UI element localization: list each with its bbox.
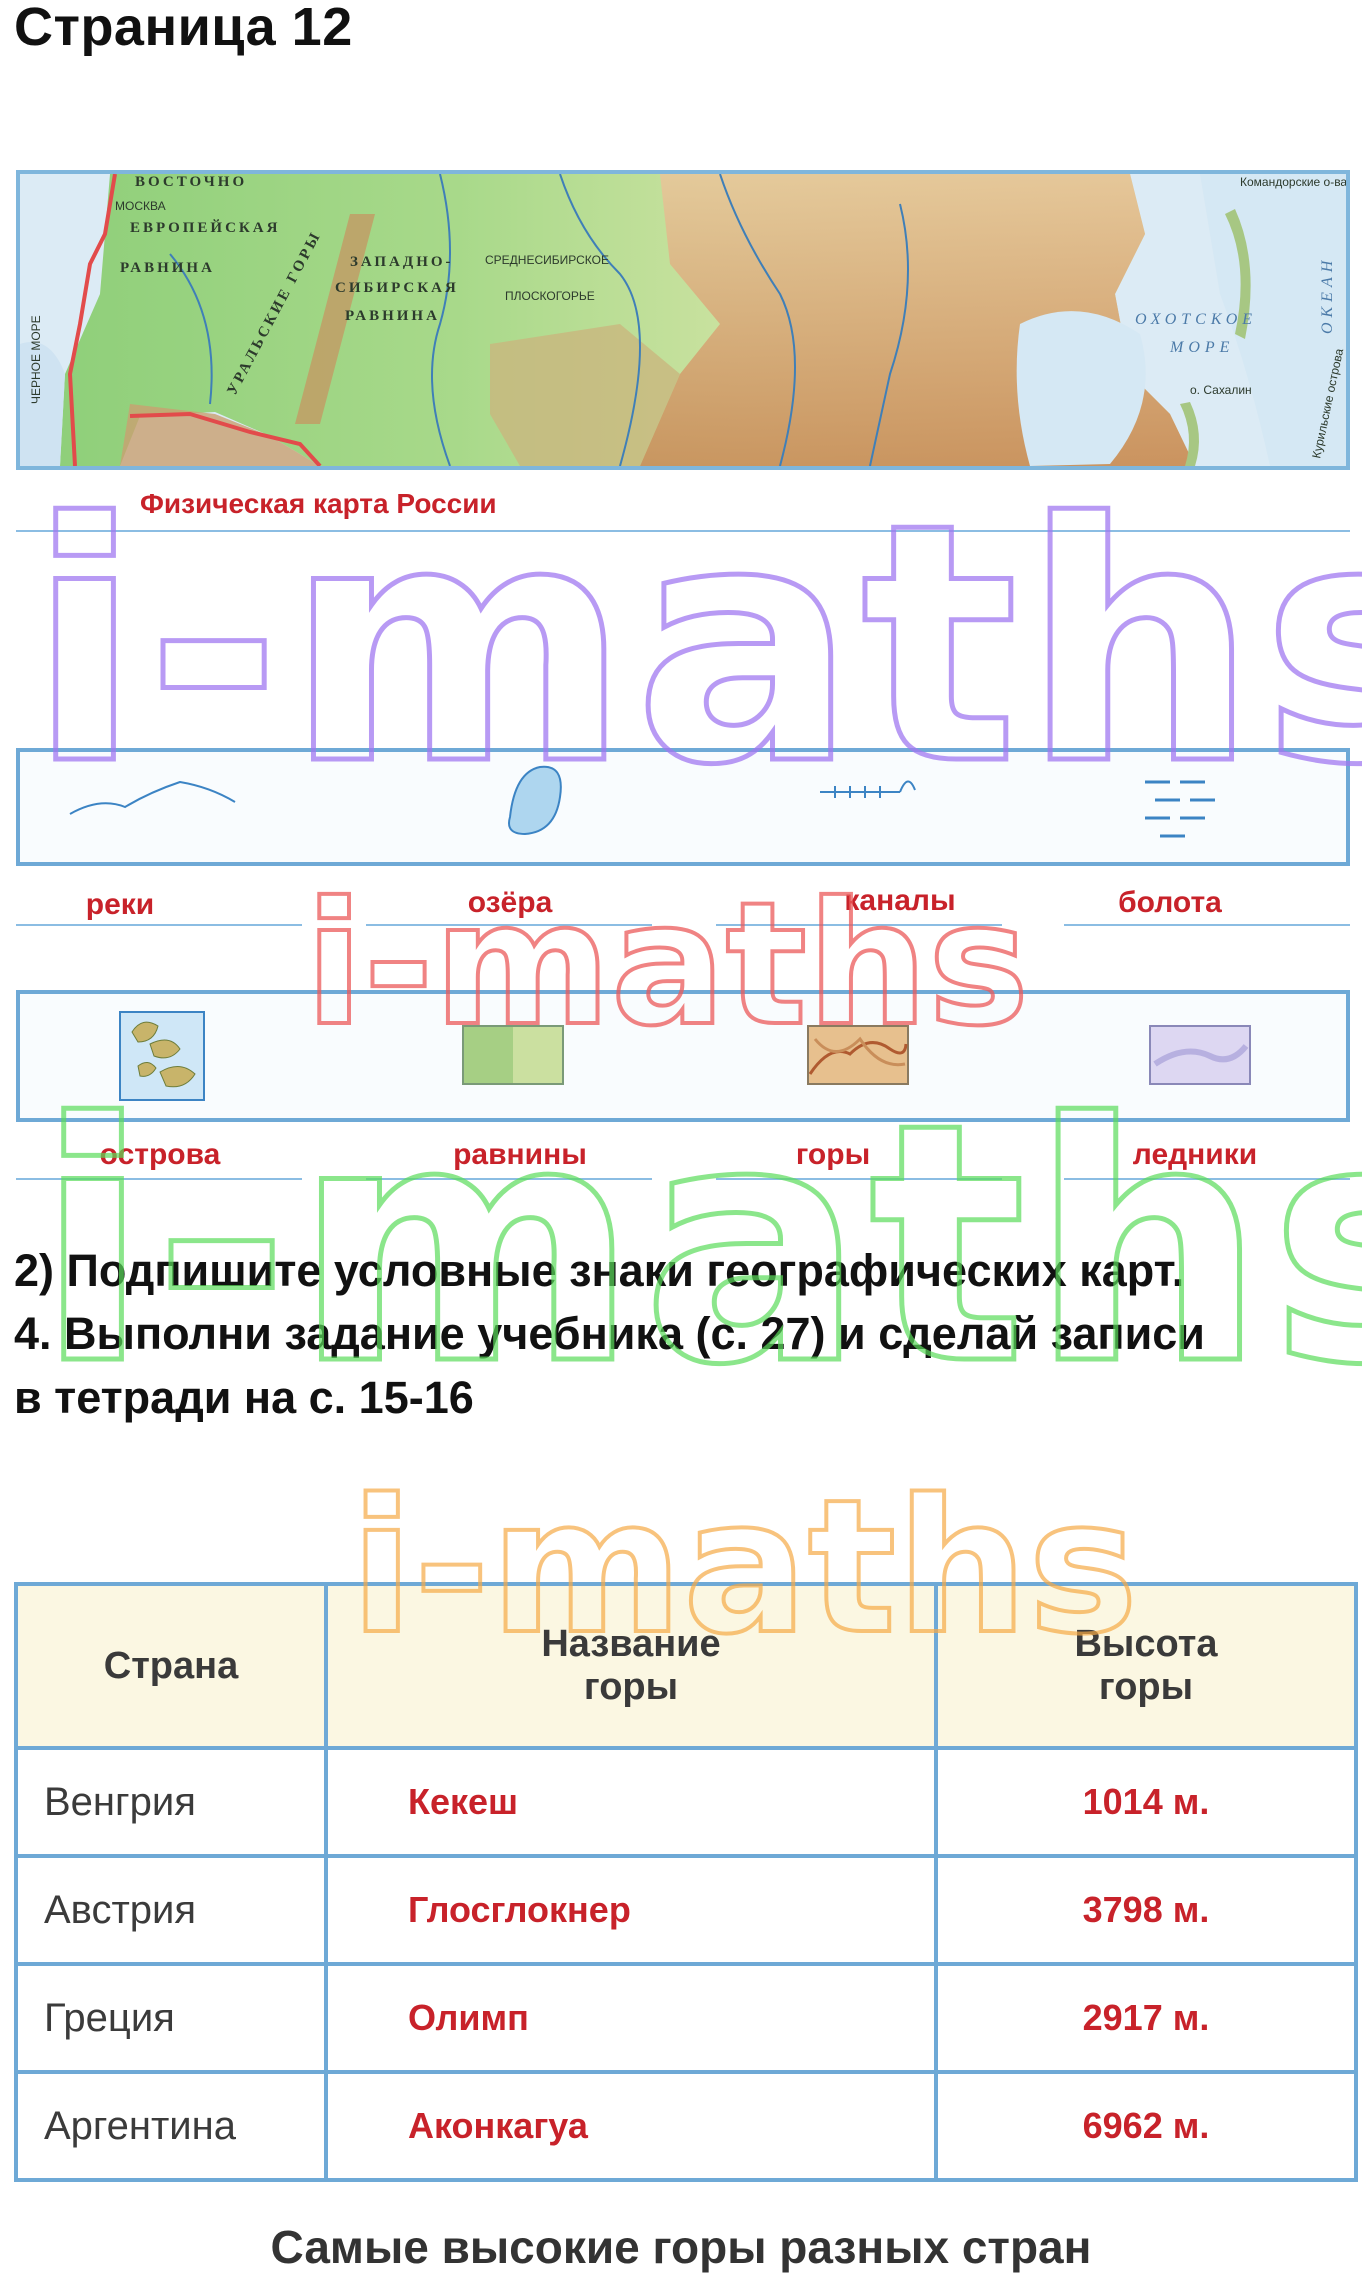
river-symbol [69, 780, 236, 815]
canal-symbol [820, 780, 916, 798]
mountain-cell: Олимп [324, 1962, 938, 2074]
legend-label-lakes: озёра [467, 886, 553, 919]
map-label-zapadno: ЗАПАДНО- [350, 254, 454, 270]
answer-line [716, 1178, 1002, 1180]
answer-line [16, 924, 302, 926]
map-label-more: МОРЕ [1169, 339, 1234, 356]
table-row: Аргентина Аконкагуа 6962 м. [14, 2070, 1358, 2182]
height-cell: 6962 м. [934, 2070, 1358, 2182]
map-label-okhotskoe: ОХОТСКОЕ [1135, 311, 1257, 328]
map-label-srednesib: СРЕДНЕСИБИРСКОЕ [485, 253, 609, 267]
mountain-cell: Кекеш [324, 1746, 938, 1858]
physical-map: ВОСТОЧНО МОСКВА ЕВРОПЕЙСКАЯ РАВНИНА УРАЛ… [16, 170, 1350, 470]
map-label-ploskogorye: ПЛОСКОГОРЬЕ [505, 289, 595, 303]
swamp-symbol [1145, 780, 1215, 838]
instruction-line-1: 2) Подпишите условные знаки географическ… [14, 1245, 1185, 1296]
table-caption: Самые высокие горы разных стран [270, 2221, 1092, 2273]
instruction-line-3: в тетради на с. 15-16 [14, 1372, 474, 1423]
country-cell: Венгрия [14, 1746, 328, 1858]
map-label-chernoe: ЧЕРНОЕ МОРЕ [29, 315, 43, 404]
divider [16, 530, 1350, 532]
glaciers-symbol [1149, 1025, 1251, 1085]
height-cell: 1014 м. [934, 1746, 1358, 1858]
answer-line [366, 1178, 652, 1180]
answer-line [366, 924, 652, 926]
map-label-moscow: МОСКВА [115, 199, 166, 213]
legend-label-mountains: горы [795, 1138, 871, 1171]
table-row: Греция Олимп 2917 м. [14, 1962, 1358, 2074]
legend-strip-water [16, 748, 1350, 866]
height-cell: 3798 м. [934, 1854, 1358, 1966]
plains-symbol [462, 1025, 564, 1085]
legend-label-swamps: болота [1118, 886, 1222, 919]
map-label-ravnina: РАВНИНА [120, 260, 215, 276]
map-label-komandorskie: Командорские о-ва [1240, 175, 1346, 189]
mountain-cell: Глосглокнер [324, 1854, 938, 1966]
legend-strip-relief [16, 990, 1350, 1122]
legend-label-plains: равнины [453, 1138, 587, 1171]
table-row: Австрия Глосглокнер 3798 м. [14, 1854, 1358, 1966]
page-title: Страница 12 [14, 0, 353, 57]
map-label-vostochno: ВОСТОЧНО [135, 174, 247, 190]
islands-symbol [119, 1011, 205, 1101]
instruction-line-2: 4. Выполни задание учебника (с. 27) и сд… [14, 1308, 1205, 1359]
answer-line [1064, 924, 1350, 926]
map-label-evropeyskaya: ЕВРОПЕЙСКАЯ [130, 219, 280, 236]
map-image: ВОСТОЧНО МОСКВА ЕВРОПЕЙСКАЯ РАВНИНА УРАЛ… [20, 174, 1346, 466]
country-cell: Греция [14, 1962, 328, 2074]
height-cell: 2917 м. [934, 1962, 1358, 2074]
answer-line [1064, 1178, 1350, 1180]
header-country: Страна [14, 1582, 328, 1750]
answer-line [716, 924, 1002, 926]
lake-symbol [508, 765, 562, 836]
answer-line [16, 1178, 302, 1180]
mountain-cell: Аконкагуа [324, 2070, 938, 2182]
map-label-ravnina2: РАВНИНА [345, 308, 440, 324]
table-row: Венгрия Кекеш 1014 м. [14, 1746, 1358, 1858]
country-cell: Австрия [14, 1854, 328, 1966]
country-cell: Аргентина [14, 2070, 328, 2182]
relief-symbols [119, 1011, 1251, 1101]
mountains-symbol [807, 1025, 909, 1085]
legend-label-canals: каналы [844, 884, 956, 917]
legend-label-islands: острова [99, 1138, 221, 1171]
map-caption: Физическая карта России [140, 488, 497, 519]
map-label-okean: ОКЕАН [1319, 256, 1336, 334]
legend-label-rivers: реки [85, 888, 155, 921]
water-symbols [69, 765, 1215, 838]
map-label-sibirskaya: СИБИРСКАЯ [335, 280, 459, 296]
legend-label-glaciers: ледники [1132, 1138, 1258, 1171]
map-label-sakhalin: о. Сахалин [1190, 383, 1252, 397]
